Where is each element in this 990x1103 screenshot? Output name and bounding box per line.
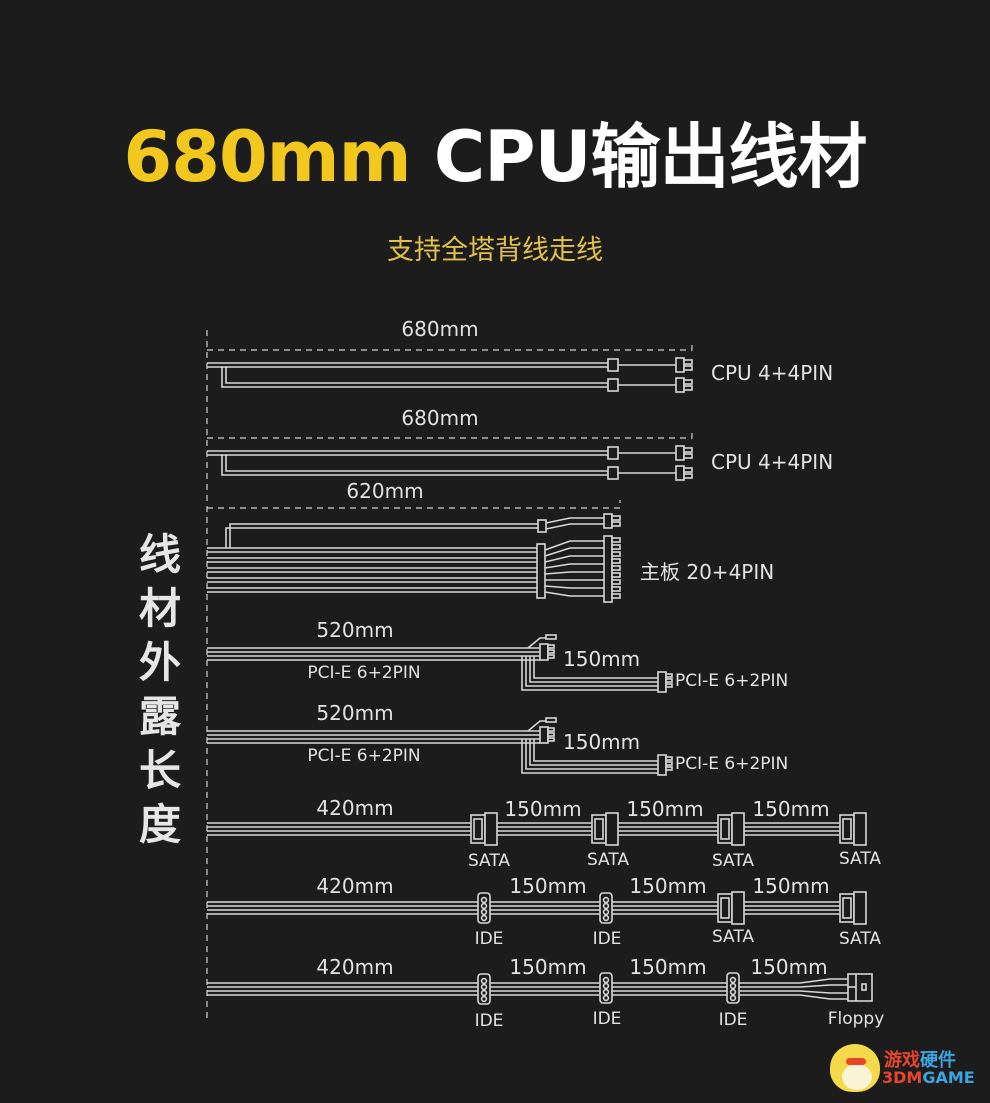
cable-pcie-2: 520mm PCI-E 6+2PIN 150mm PCI-E 6+2PIN [207, 701, 788, 776]
length-label: 520mm [316, 701, 393, 725]
pcie-connector-icon [657, 671, 667, 693]
segment-length-label: 150mm [509, 874, 586, 898]
connector-label: IDE [475, 1011, 504, 1031]
connector-label: Floppy [828, 1009, 885, 1029]
length-label: 420mm [316, 796, 393, 820]
watermark-en-blue: GAME [922, 1068, 975, 1087]
length-label: 620mm [346, 479, 423, 503]
connector-label: CPU 4+4PIN [711, 361, 833, 385]
cable-cpu-2: 680mm CPU 4+4PIN [207, 406, 833, 481]
cable-sata: 420mm 150mm 150mm 150mm SATA SATA SATA S… [207, 796, 881, 871]
segment-length-label: 150mm [509, 955, 586, 979]
cable-ide-floppy: 420mm 150mm 150mm 150mm IDE IDE IDE Flop… [207, 955, 884, 1031]
connector-label: PCI-E 6+2PIN [675, 671, 788, 691]
cpu-connector-icon [675, 357, 685, 373]
atx-connector-icon [536, 543, 546, 599]
watermark: 游戏硬件 3DMGAME [826, 1040, 986, 1096]
segment-length-label: 150mm [626, 797, 703, 821]
sata-connector-icon [717, 812, 745, 846]
side-label-char: 长 [138, 746, 181, 795]
sata-connector-icon [470, 812, 498, 846]
length-label: 520mm [316, 618, 393, 642]
extension-length-label: 150mm [563, 647, 640, 671]
connector-label: PCI-E 6+2PIN [675, 754, 788, 774]
connector-label: SATA [839, 929, 881, 949]
connector-label: SATA [468, 851, 510, 871]
watermark-cn-red: 游戏 [884, 1050, 920, 1071]
connector-label: CPU 4+4PIN [711, 450, 833, 474]
ide-connector-icon [726, 972, 740, 1004]
length-label: 680mm [401, 406, 478, 430]
side-label-char: 度 [138, 800, 181, 849]
floppy-connector-icon [847, 973, 873, 1002]
side-label: 线 材 外 露 长 度 [134, 528, 186, 852]
pcie-connector-icon [657, 754, 667, 776]
sata-connector-icon [717, 891, 745, 925]
connector-label: 主板 20+4PIN [640, 560, 774, 584]
segment-length-label: 150mm [629, 955, 706, 979]
connector-label: SATA [712, 851, 754, 871]
side-label-char: 外 [138, 638, 181, 687]
ide-connector-icon [477, 892, 491, 924]
length-label: 420mm [316, 955, 393, 979]
side-label-char: 材 [138, 584, 181, 633]
subtitle: 支持全塔背线走线 [387, 235, 603, 266]
watermark-cn: 游戏硬件 [884, 1046, 956, 1072]
sata-connector-icon [591, 812, 619, 846]
connector-label: IDE [593, 929, 622, 949]
connector-label: SATA [839, 849, 881, 869]
connector-label: IDE [719, 1010, 748, 1030]
connector-label: SATA [712, 927, 754, 947]
watermark-cn-blue: 硬件 [920, 1050, 956, 1071]
connector-label: PCI-E 6+2PIN [307, 663, 420, 683]
title-length: 680mm [123, 116, 412, 198]
segment-length-label: 150mm [750, 955, 827, 979]
segment-length-label: 150mm [752, 797, 829, 821]
cable-motherboard: 620mm 主板 20+4PIN [207, 479, 774, 603]
ide-connector-icon [477, 973, 491, 1005]
connector-label: PCI-E 6+2PIN [307, 746, 420, 766]
segment-length-label: 150mm [629, 874, 706, 898]
connector-label: IDE [593, 1009, 622, 1029]
ide-connector-icon [599, 972, 613, 1004]
connector-label: IDE [475, 929, 504, 949]
cpu-connector-icon [675, 445, 685, 461]
cable-ide-sata: 420mm 150mm 150mm 150mm IDE IDE SATA SAT… [207, 874, 881, 949]
ide-connector-icon [599, 892, 613, 924]
cable-cpu-1: 680mm CPU 4+4PIN [207, 317, 833, 393]
cable-pcie-1: 520mm PCI-E 6+2PIN 150mm PCI-E 6+2PIN [207, 618, 788, 693]
side-label-char: 线 [138, 530, 181, 579]
title-text: CPU输出线材 [433, 116, 868, 198]
length-label: 420mm [316, 874, 393, 898]
segment-length-label: 150mm [504, 797, 581, 821]
page-title: 680mm CPU输出线材 [0, 112, 990, 202]
connector-label: SATA [587, 850, 629, 870]
segment-length-label: 150mm [752, 874, 829, 898]
length-label: 680mm [401, 317, 478, 341]
sata-connector-icon [839, 891, 867, 925]
duck-mascot-icon [830, 1044, 880, 1092]
extension-length-label: 150mm [563, 730, 640, 754]
sata-connector-icon [839, 812, 867, 846]
watermark-en: 3DMGAME [882, 1068, 975, 1087]
side-label-char: 露 [138, 692, 181, 741]
watermark-en-red: 3DM [882, 1068, 923, 1087]
